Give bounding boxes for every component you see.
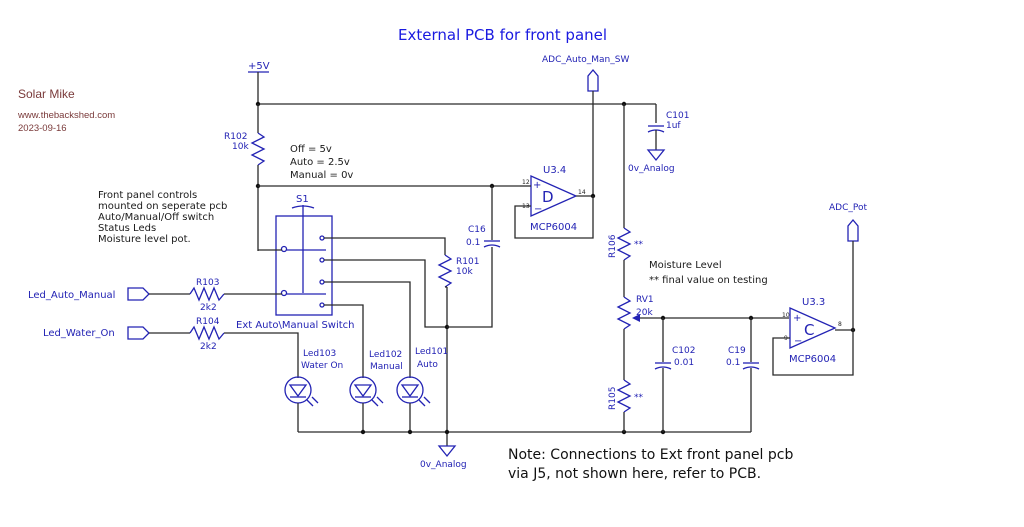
svg-text:Water On: Water On — [301, 361, 343, 371]
svg-text:+: + — [533, 180, 541, 191]
svg-text:Moisture level pot.: Moisture level pot. — [98, 234, 191, 245]
svg-text:C: C — [804, 321, 814, 339]
connections-note: Note: Connections to Ext front panel pcb… — [508, 447, 793, 482]
svg-text:Led102: Led102 — [369, 350, 402, 360]
svg-text:Front panel controls: Front panel controls — [98, 190, 197, 201]
svg-text:10k: 10k — [456, 267, 473, 277]
svg-text:RV1: RV1 — [636, 295, 654, 305]
svg-text:C102: C102 — [672, 346, 695, 356]
capacitor-c19: C19 0.1 — [726, 346, 760, 370]
svg-text:Led103: Led103 — [303, 349, 336, 359]
svg-text:C16: C16 — [468, 225, 486, 235]
svg-text:R102: R102 — [224, 132, 247, 142]
svg-text:**: ** — [634, 393, 644, 403]
svg-text:2k2: 2k2 — [200, 342, 217, 352]
svg-text:mounted on seperate pcb: mounted on seperate pcb — [98, 201, 227, 212]
author-site: www.thebackshed.com — [18, 110, 116, 121]
port-adc-auto-man-sw: ADC_Auto_Man_SW — [542, 55, 629, 92]
svg-text:U3.3: U3.3 — [802, 297, 825, 308]
opamp-u3-4: + − D U3.4 MCP6004 12 13 14 — [522, 165, 586, 233]
svg-text:Led101: Led101 — [415, 347, 448, 357]
svg-text:−: − — [534, 204, 542, 215]
capacitor-c101: C101 1uf — [647, 111, 689, 133]
svg-text:S1: S1 — [296, 194, 309, 205]
capacitor-c16: C16 0.1 — [466, 225, 501, 248]
switch-levels-note: Off = 5v Auto = 2.5v Manual = 0v — [290, 144, 353, 181]
svg-text:U3.4: U3.4 — [543, 165, 566, 176]
svg-text:**: ** — [634, 240, 644, 250]
port-led-auto-manual: Led_Auto_Manual — [28, 287, 150, 301]
svg-text:ADC_Pot: ADC_Pot — [829, 203, 867, 213]
vcc-symbol: +5V — [248, 61, 270, 73]
svg-text:2k2: 2k2 — [200, 303, 217, 313]
vcc-label: +5V — [248, 61, 270, 72]
front-panel-note: Front panel controls mounted on seperate… — [98, 190, 227, 245]
svg-text:20k: 20k — [636, 308, 653, 318]
svg-text:D: D — [542, 188, 554, 206]
svg-text:Auto: Auto — [417, 360, 438, 370]
resistor-r106: R106 ** — [608, 227, 644, 261]
svg-text:ADC_Auto_Man_SW: ADC_Auto_Man_SW — [542, 55, 629, 65]
svg-text:14: 14 — [578, 189, 586, 196]
resistor-r104: R104 2k2 — [189, 317, 225, 352]
svg-text:R103: R103 — [196, 278, 219, 288]
svg-text:** final value on testing: ** final value on testing — [649, 275, 768, 286]
resistor-r101: R101 10k — [437, 254, 479, 288]
svg-text:0.1: 0.1 — [466, 238, 480, 248]
svg-text:10k: 10k — [232, 142, 249, 152]
led-101: Led101 Auto — [396, 347, 448, 407]
switch-s1: S1 Ext Auto\Manual Switch — [236, 194, 355, 331]
ground-symbol-top: 0v_Analog — [628, 149, 675, 174]
svg-text:MCP6004: MCP6004 — [530, 222, 577, 233]
svg-text:Status Leds: Status Leds — [98, 223, 156, 234]
resistor-r105: R105 ** — [608, 379, 644, 413]
resistor-r102: R102 10k — [224, 132, 266, 166]
svg-text:0.1: 0.1 — [726, 358, 740, 368]
led-103: Led103 Water On — [284, 349, 343, 407]
svg-text:C19: C19 — [728, 346, 746, 356]
svg-text:−: − — [794, 336, 802, 347]
svg-text:Manual: Manual — [370, 362, 403, 372]
svg-text:Auto = 2.5v: Auto = 2.5v — [290, 157, 350, 168]
svg-text:10: 10 — [782, 312, 790, 319]
port-led-water-on: Led_Water_On — [43, 326, 150, 340]
capacitor-c102: C102 0.01 — [654, 346, 695, 370]
svg-text:Auto/Manual/Off switch: Auto/Manual/Off switch — [98, 212, 214, 223]
author-date: 2023-09-16 — [18, 123, 67, 134]
svg-text:R106: R106 — [608, 234, 618, 258]
svg-text:R105: R105 — [608, 387, 618, 410]
svg-text:1uf: 1uf — [666, 121, 681, 131]
svg-text:0.01: 0.01 — [674, 358, 694, 368]
port-adc-pot: ADC_Pot — [829, 203, 867, 242]
svg-text:Led_Water_On: Led_Water_On — [43, 328, 115, 339]
moisture-note: Moisture Level ** final value on testing — [649, 260, 768, 286]
svg-text:Manual = 0v: Manual = 0v — [290, 170, 353, 181]
opamp-u3-3: + − C U3.3 MCP6004 10 9 8 — [782, 297, 842, 365]
resistor-r103: R103 2k2 — [189, 278, 225, 313]
svg-text:Off = 5v: Off = 5v — [290, 144, 332, 155]
svg-text:via J5, not shown here, refer: via J5, not shown here, refer to PCB. — [508, 466, 761, 482]
svg-text:Moisture Level: Moisture Level — [649, 260, 722, 271]
svg-text:C101: C101 — [666, 111, 689, 121]
svg-text:8: 8 — [838, 321, 842, 328]
svg-text:+: + — [793, 313, 801, 324]
schematic-title: External PCB for front panel — [398, 26, 607, 44]
svg-text:MCP6004: MCP6004 — [789, 354, 836, 365]
svg-text:Note: Connections to Ext front: Note: Connections to Ext front panel pcb — [508, 447, 793, 463]
svg-text:R104: R104 — [196, 317, 220, 327]
switch-s1-name: Ext Auto\Manual Switch — [236, 320, 355, 331]
author-block: Solar Mike www.thebackshed.com 2023-09-1… — [18, 87, 115, 135]
ground-symbol-bottom: 0v_Analog — [420, 445, 467, 470]
svg-text:12: 12 — [522, 179, 530, 186]
led-102: Led102 Manual — [349, 350, 403, 407]
svg-text:Led_Auto_Manual: Led_Auto_Manual — [28, 290, 115, 301]
author-name: Solar Mike — [18, 87, 75, 101]
svg-text:R101: R101 — [456, 257, 479, 267]
potentiometer-rv1: RV1 20k — [616, 295, 654, 330]
svg-text:0v_Analog: 0v_Analog — [628, 164, 675, 174]
svg-text:0v_Analog: 0v_Analog — [420, 460, 467, 470]
